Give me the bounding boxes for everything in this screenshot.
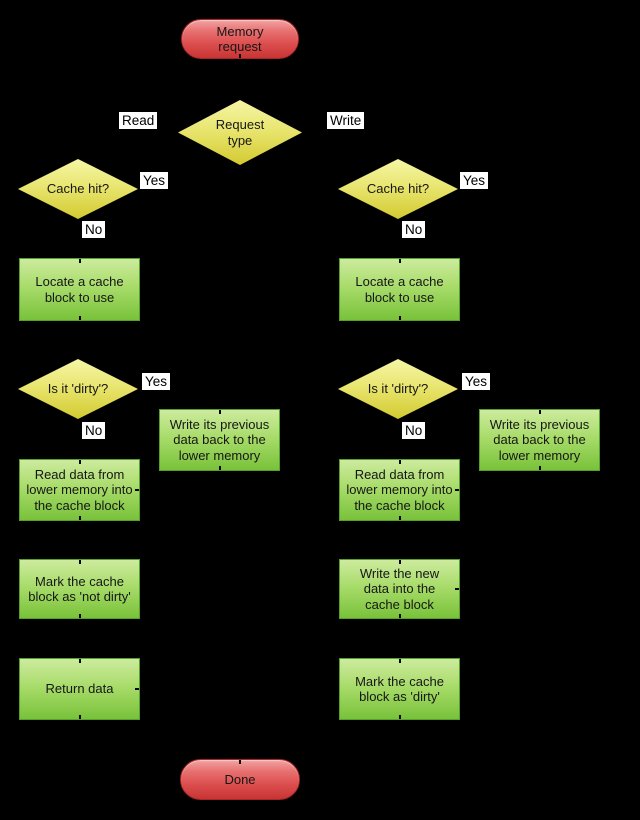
node-label: Mark the cache block as 'not dirty' xyxy=(28,573,131,605)
process-write-back-read: Write its previous data back to the lowe… xyxy=(159,409,280,471)
node-label: Read data from lower memory into the cac… xyxy=(346,466,453,513)
process-write-new-data: Write the new data into the cache block xyxy=(339,559,460,619)
node-label: Write its previous data back to the lowe… xyxy=(489,416,590,463)
edge-label-no: No xyxy=(82,221,106,238)
node-label: Is it 'dirty'? xyxy=(47,381,109,397)
edge-label-write: Write xyxy=(327,112,365,129)
node-label: Write its previous data back to the lowe… xyxy=(169,416,270,463)
decision-cache-hit-write: Cache hit? xyxy=(338,159,458,219)
decision-is-dirty-read: Is it 'dirty'? xyxy=(18,359,138,419)
process-write-back-write: Write its previous data back to the lowe… xyxy=(479,409,600,471)
node-label: Locate a cache block to use xyxy=(355,274,444,305)
node-label: Read data from lower memory into the cac… xyxy=(26,466,133,513)
node-label: Done xyxy=(224,771,256,787)
terminal-done: Done xyxy=(180,759,300,800)
edge-label-no: No xyxy=(402,422,426,439)
edge-label-yes: Yes xyxy=(462,373,491,390)
node-label: Is it 'dirty'? xyxy=(367,381,429,397)
decision-is-dirty-write: Is it 'dirty'? xyxy=(338,359,458,419)
process-mark-not-dirty: Mark the cache block as 'not dirty' xyxy=(19,559,140,619)
process-locate-block-write: Locate a cache block to use xyxy=(339,258,460,321)
edge-label-no: No xyxy=(82,422,106,439)
process-read-data-write: Read data from lower memory into the cac… xyxy=(339,459,460,521)
connector-stub xyxy=(135,688,139,690)
node-label: Cache hit? xyxy=(46,181,110,197)
node-label: Cache hit? xyxy=(366,181,430,197)
edge-label-yes: Yes xyxy=(460,172,489,189)
node-label: Write the new data into the cache block xyxy=(359,565,440,612)
edge-label-yes: Yes xyxy=(142,373,171,390)
connector-stub xyxy=(135,489,139,491)
decision-cache-hit-read: Cache hit? xyxy=(18,159,138,219)
process-return-data: Return data xyxy=(19,658,140,720)
node-label: Memory request xyxy=(216,23,264,55)
connector-stub xyxy=(455,489,459,491)
node-label: Request type xyxy=(215,117,265,148)
edge-label-read: Read xyxy=(119,112,158,129)
terminal-memory-request: Memory request xyxy=(181,19,299,59)
edge-label-no: No xyxy=(402,221,426,238)
node-label: Mark the cache block as 'dirty' xyxy=(355,673,444,705)
process-mark-dirty: Mark the cache block as 'dirty' xyxy=(339,658,460,720)
node-label: Return data xyxy=(45,681,114,697)
process-read-data-read: Read data from lower memory into the cac… xyxy=(19,459,140,521)
process-locate-block-read: Locate a cache block to use xyxy=(19,258,140,321)
decision-request-type: Request type xyxy=(178,100,302,165)
edge-label-yes: Yes xyxy=(140,172,169,189)
node-label: Locate a cache block to use xyxy=(35,274,124,305)
connector-stub xyxy=(455,588,459,590)
